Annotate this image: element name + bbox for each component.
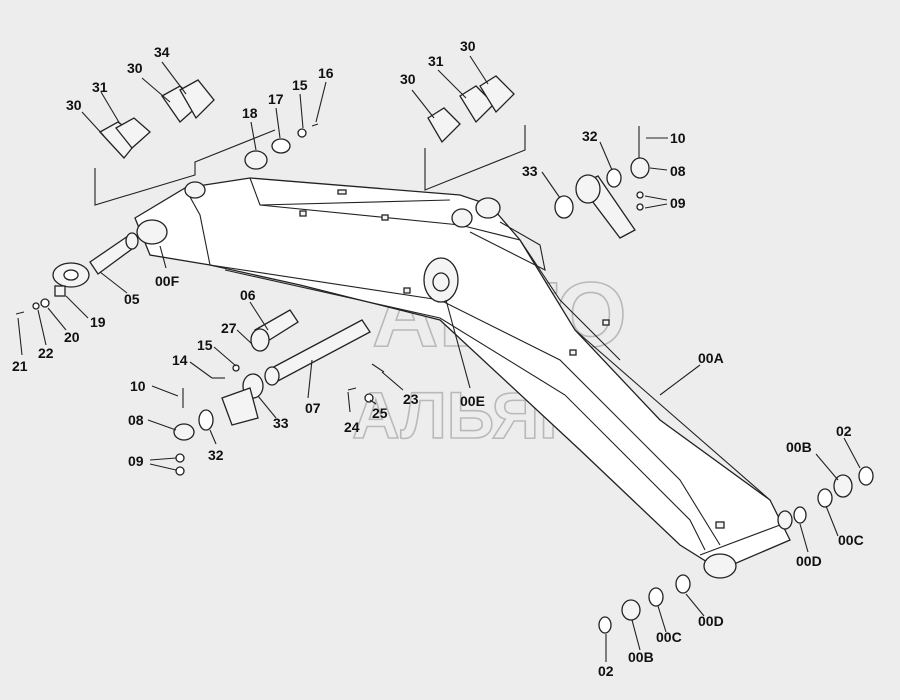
label-00A: 00A [698, 350, 724, 366]
label-19: 19 [90, 314, 106, 330]
label-05: 05 [124, 291, 140, 307]
label-33-b: 33 [273, 415, 289, 431]
label-18: 18 [242, 105, 258, 121]
label-31-b: 31 [428, 53, 444, 69]
label-02-a: 02 [836, 423, 852, 439]
label-32-a: 32 [582, 128, 598, 144]
label-08-a: 08 [670, 163, 686, 179]
hardware-parts [15, 75, 874, 634]
label-00B-b: 00B [628, 649, 654, 665]
label-02-b: 02 [598, 663, 614, 679]
label-00B-a: 00B [786, 439, 812, 455]
label-09-b: 09 [128, 453, 144, 469]
label-15-b: 15 [197, 337, 213, 353]
label-27: 27 [221, 320, 237, 336]
label-24: 24 [344, 419, 360, 435]
label-34: 34 [154, 44, 170, 60]
label-00C-b: 00C [656, 629, 682, 645]
label-15-a: 15 [292, 77, 308, 93]
label-00C-a: 00C [838, 532, 864, 548]
label-17: 17 [268, 91, 284, 107]
label-30-b: 30 [127, 60, 143, 76]
label-14: 14 [172, 352, 188, 368]
label-25: 25 [372, 405, 388, 421]
label-09-a: 09 [670, 195, 686, 211]
label-22: 22 [38, 345, 54, 361]
label-00E: 00E [460, 393, 485, 409]
boom-body [134, 177, 793, 579]
label-16: 16 [318, 65, 334, 81]
label-21: 21 [12, 358, 28, 374]
label-32-b: 32 [208, 447, 224, 463]
label-20: 20 [64, 329, 80, 345]
label-31-a: 31 [92, 79, 108, 95]
label-00D-a: 00D [796, 553, 822, 569]
label-30-a: 30 [66, 97, 82, 113]
leader-lines [17, 55, 861, 662]
label-33-a: 33 [522, 163, 538, 179]
label-30-c: 30 [400, 71, 416, 87]
label-23: 23 [403, 391, 419, 407]
label-00D-b: 00D [698, 613, 724, 629]
part-labels: 30 31 30 34 18 17 15 16 30 31 30 32 10 3… [12, 38, 864, 679]
label-10-a: 10 [670, 130, 686, 146]
label-07: 07 [305, 400, 321, 416]
label-10-b: 10 [130, 378, 146, 394]
label-00F: 00F [155, 273, 180, 289]
label-30-d: 30 [460, 38, 476, 54]
label-06: 06 [240, 287, 256, 303]
label-08-b: 08 [128, 412, 144, 428]
